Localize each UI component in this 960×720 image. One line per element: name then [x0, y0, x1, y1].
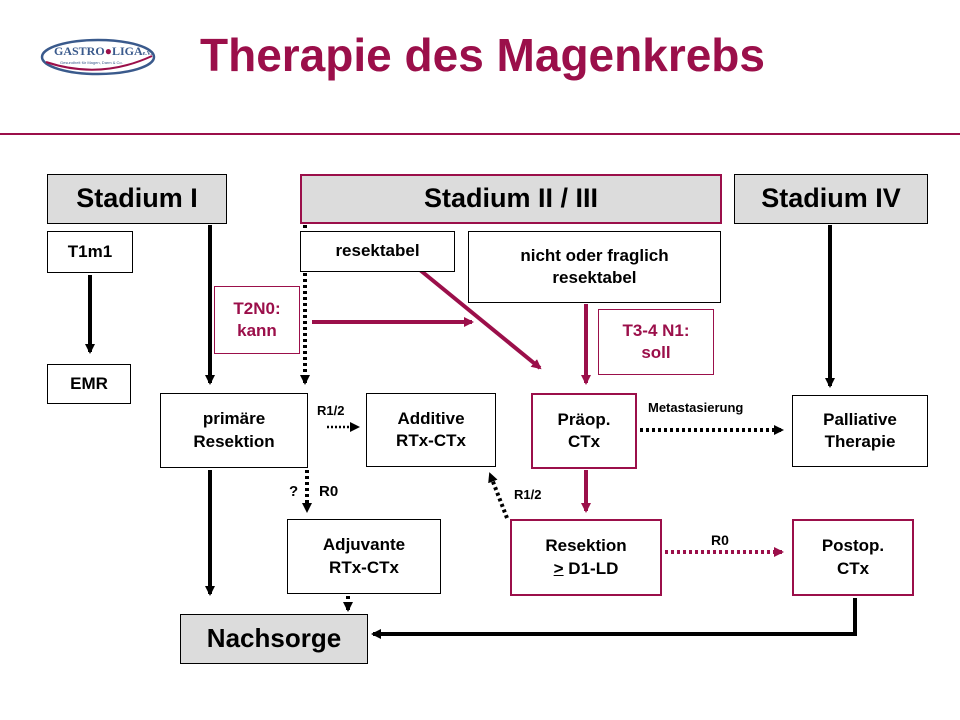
- arrow-resektabel-praeop: [418, 268, 542, 370]
- arrow-postop-nachsorge: [371, 598, 857, 639]
- praeop-ctx-line1: Präop.: [557, 409, 611, 429]
- logo-suffix: e.V.: [142, 51, 152, 57]
- resektion-d1-ld-box: Resektion > D1-LD: [510, 519, 662, 596]
- praeop-ctx-box: Präop. CTx: [531, 393, 637, 469]
- nicht-resektabel-box: nicht oder fraglich resektabel: [468, 231, 721, 303]
- palliative-therapie-box: Palliative Therapie: [792, 395, 928, 467]
- additive-rtx-ctx-box: Additive RTx-CTx: [366, 393, 496, 467]
- nachsorge-box: Nachsorge: [180, 614, 368, 664]
- logo-text-right: LIGA: [111, 44, 143, 58]
- stage-ii-iii-header: Stadium II / III: [300, 174, 722, 224]
- primaere-resektion-box: primäre Resektion: [160, 393, 308, 468]
- title-divider: [0, 133, 960, 135]
- t2n0-box: T2N0: kann: [214, 286, 300, 354]
- logo-tagline: Gesundheit für Magen, Darm & Co.: [60, 60, 123, 65]
- t1m1-box: T1m1: [47, 231, 133, 273]
- logo-text-left: GASTRO: [54, 44, 105, 58]
- logo-swoosh-icon: [40, 38, 156, 76]
- stage-i-header: Stadium I: [47, 174, 227, 224]
- resektion-d1-ld: D1-LD: [563, 558, 619, 578]
- label-question: ?: [289, 483, 299, 500]
- resektion-line1: Resektion: [545, 536, 627, 556]
- emr-box: EMR: [47, 364, 131, 404]
- label-r0-adjuvante: R0: [319, 483, 339, 500]
- praeop-ctx-line2: CTx: [567, 432, 601, 451]
- greater-equal-sign: >: [553, 558, 564, 578]
- gastroliga-logo: GASTRO●LIGAe.V. Gesundheit für Magen, Da…: [40, 36, 160, 78]
- label-metastasierung: Metastasierung: [648, 400, 744, 415]
- page-title: Therapie des Magenkrebs: [200, 29, 765, 81]
- label-r0-postop: R0: [711, 532, 729, 548]
- adjuvante-rtx-ctx-box: Adjuvante RTx-CTx: [287, 519, 441, 594]
- resektion-line2: > D1-LD: [554, 558, 619, 580]
- arrow-resektion-additive: [488, 472, 509, 519]
- resektabel-box: resektabel: [300, 231, 455, 272]
- postop-ctx-box: Postop. CTx: [792, 519, 914, 596]
- stage-iv-header: Stadium IV: [734, 174, 928, 224]
- label-r12-additive: R1/2: [317, 403, 345, 418]
- label-r12-resektion: R1/2: [514, 487, 542, 502]
- t34n1-box: T3-4 N1: soll: [598, 309, 714, 375]
